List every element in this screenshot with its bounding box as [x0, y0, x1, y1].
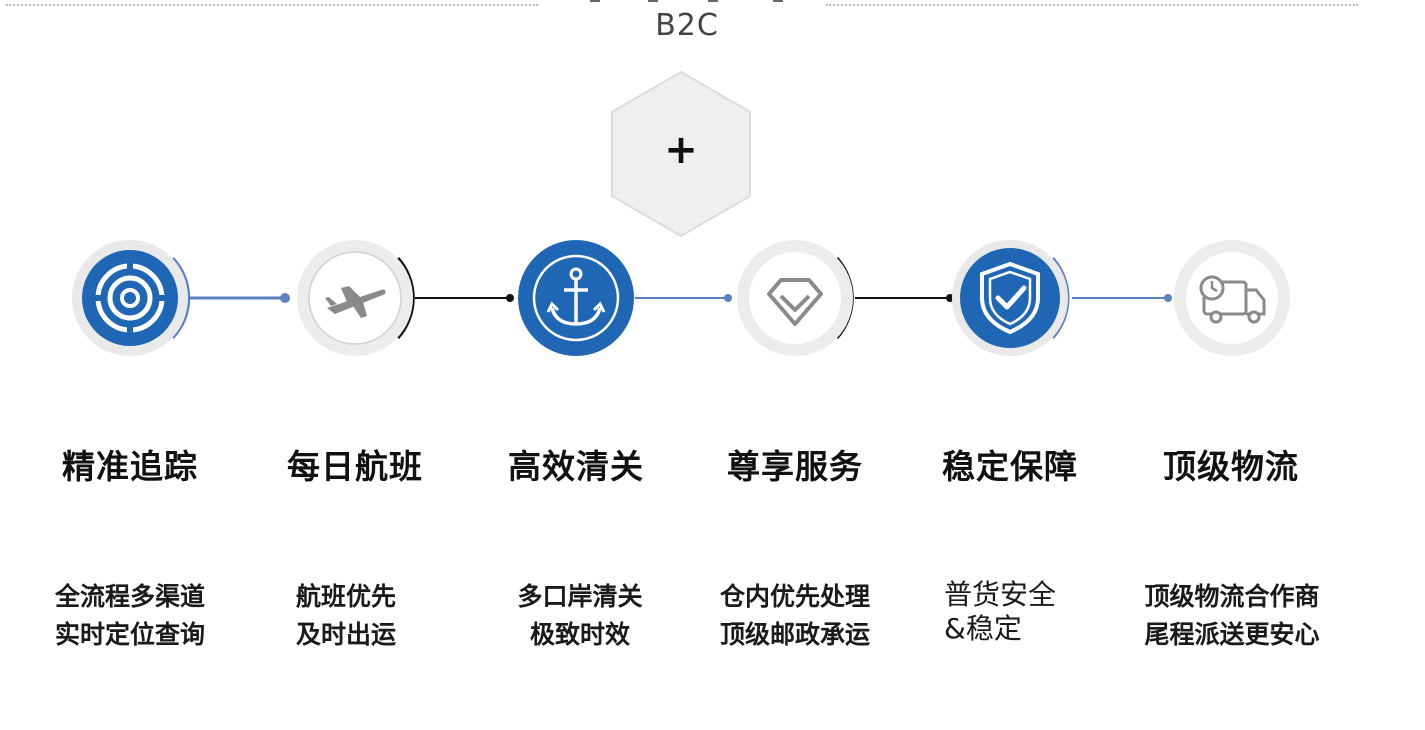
feature-2-circle	[295, 238, 415, 358]
feature-desc-line: 尾程派送更安心	[1144, 620, 1320, 649]
feature-desc: 全流程多渠道 实时定位查询	[20, 578, 240, 654]
feature-desc-line: 极致时效	[529, 620, 630, 649]
feature-title: 精准追踪	[62, 447, 198, 486]
connector-dot	[946, 294, 954, 302]
feature-desc-line: 普货安全	[944, 578, 1057, 611]
anchor-icon	[518, 240, 634, 356]
feature-desc-line: 多口岸清关	[517, 582, 643, 611]
feature-desc: 普货安全 &稳定	[944, 578, 1164, 646]
feature-4-circle	[735, 238, 855, 358]
hexagon-badge: +	[610, 70, 752, 238]
feature-5-circle	[950, 238, 1070, 358]
target-icon	[72, 240, 188, 356]
feature-1-circle	[70, 238, 190, 358]
feature-desc-line: 仓内优先处理	[719, 582, 870, 611]
connector-dot	[724, 294, 732, 302]
feature-title: 每日航班	[287, 447, 423, 486]
feature-3-circle	[516, 238, 636, 358]
feature-desc-line: &稳定	[944, 612, 1022, 645]
feature-desc: 仓内优先处理 顶级邮政承运	[685, 578, 905, 654]
feature-title: 稳定保障	[942, 447, 1078, 486]
shield-check-icon	[952, 240, 1068, 356]
feature-desc-line: 顶级物流合作商	[1144, 582, 1320, 611]
feature-title: 尊享服务	[727, 447, 863, 486]
header-mark	[590, 0, 600, 2]
header-mark	[773, 0, 783, 2]
page-title: B2C	[655, 8, 719, 43]
feature-desc-line: 全流程多渠道	[54, 582, 205, 611]
delivery-truck-icon	[1174, 240, 1290, 356]
feature-desc: 航班优先 及时出运	[236, 578, 456, 654]
plus-icon: +	[664, 127, 698, 173]
header-rule-right	[826, 4, 1358, 6]
feature-desc-line: 及时出运	[295, 620, 396, 649]
ring-arc	[172, 257, 191, 339]
header-mark	[648, 0, 658, 2]
feature-title: 高效清关	[508, 447, 644, 486]
connector-dot	[1164, 294, 1172, 302]
connector-dot	[280, 293, 290, 303]
ring-arc	[1052, 257, 1070, 339]
feature-desc-line: 实时定位查询	[54, 620, 205, 649]
feature-title: 顶级物流	[1163, 447, 1299, 486]
header-mark	[708, 0, 718, 2]
airplane-icon	[297, 240, 413, 356]
feature-desc: 多口岸清关 极致时效	[470, 578, 690, 654]
feature-6-circle	[1172, 238, 1292, 358]
feature-desc: 顶级物流合作商 尾程派送更安心	[1122, 578, 1342, 654]
feature-desc-line: 顶级邮政承运	[719, 620, 870, 649]
ring-arc	[396, 257, 415, 339]
feature-desc-line: 航班优先	[295, 582, 396, 611]
connector-dot	[506, 294, 514, 302]
diamond-icon	[737, 240, 853, 356]
header-rule-left	[6, 4, 538, 6]
